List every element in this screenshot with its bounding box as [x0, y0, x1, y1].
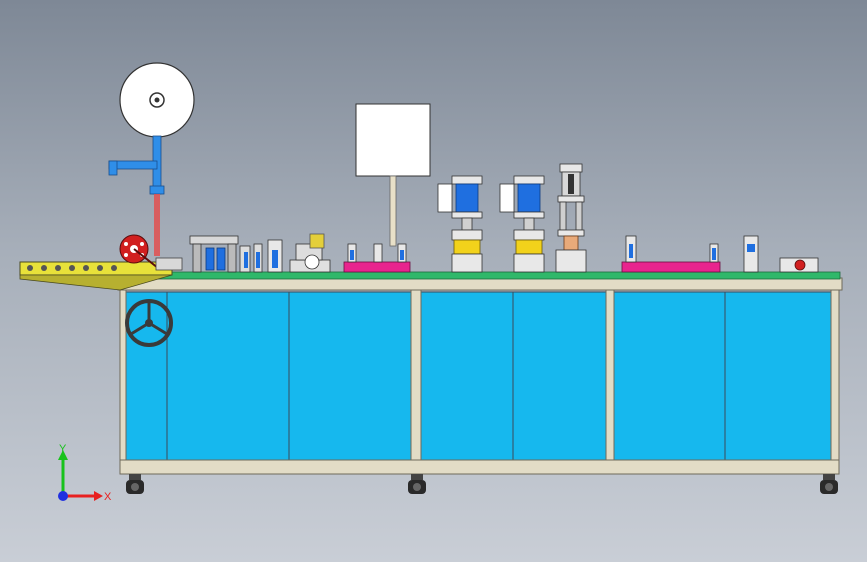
press-cylinder-2[interactable]	[499, 175, 545, 273]
frame-post	[605, 289, 615, 463]
caster-wheels	[126, 474, 838, 494]
frame-bottom-rail	[119, 459, 840, 475]
x-axis-label: X	[104, 491, 112, 503]
tape-strip	[154, 194, 160, 256]
cabinet-panel	[166, 291, 290, 461]
press-cylinder-1[interactable]	[437, 175, 483, 273]
feeder-plate[interactable]	[19, 261, 173, 291]
fixture-left[interactable]	[343, 243, 411, 273]
coordinate-triad: Y X	[58, 443, 112, 503]
control-box[interactable]	[355, 103, 431, 247]
tension-wheel[interactable]	[119, 234, 183, 271]
z-axis-dot	[58, 491, 68, 501]
y-axis-label: Y	[59, 443, 67, 455]
outfeed-station[interactable]	[743, 235, 819, 273]
frame-post	[410, 289, 422, 463]
fixture-right[interactable]	[621, 235, 721, 273]
frame-post	[119, 289, 127, 463]
cabinet-panel	[613, 291, 726, 461]
hand-wheel[interactable]	[125, 299, 173, 347]
cabinet-panel	[724, 291, 832, 461]
pre-forming-station[interactable]	[189, 235, 263, 273]
cabinet-panel	[420, 291, 514, 461]
tabletop	[119, 271, 841, 280]
folding-station[interactable]	[267, 233, 331, 273]
spool-arm	[108, 135, 165, 195]
machine-cabinet[interactable]	[117, 277, 843, 494]
cabinet-panel	[288, 291, 412, 461]
cabinet-panel	[125, 291, 168, 461]
press-cylinder-3[interactable]	[555, 163, 587, 273]
cabinet-panel	[512, 291, 607, 461]
cabinet-top-slab	[117, 277, 843, 291]
tape-spool[interactable]	[119, 62, 195, 138]
frame-post	[830, 289, 840, 463]
